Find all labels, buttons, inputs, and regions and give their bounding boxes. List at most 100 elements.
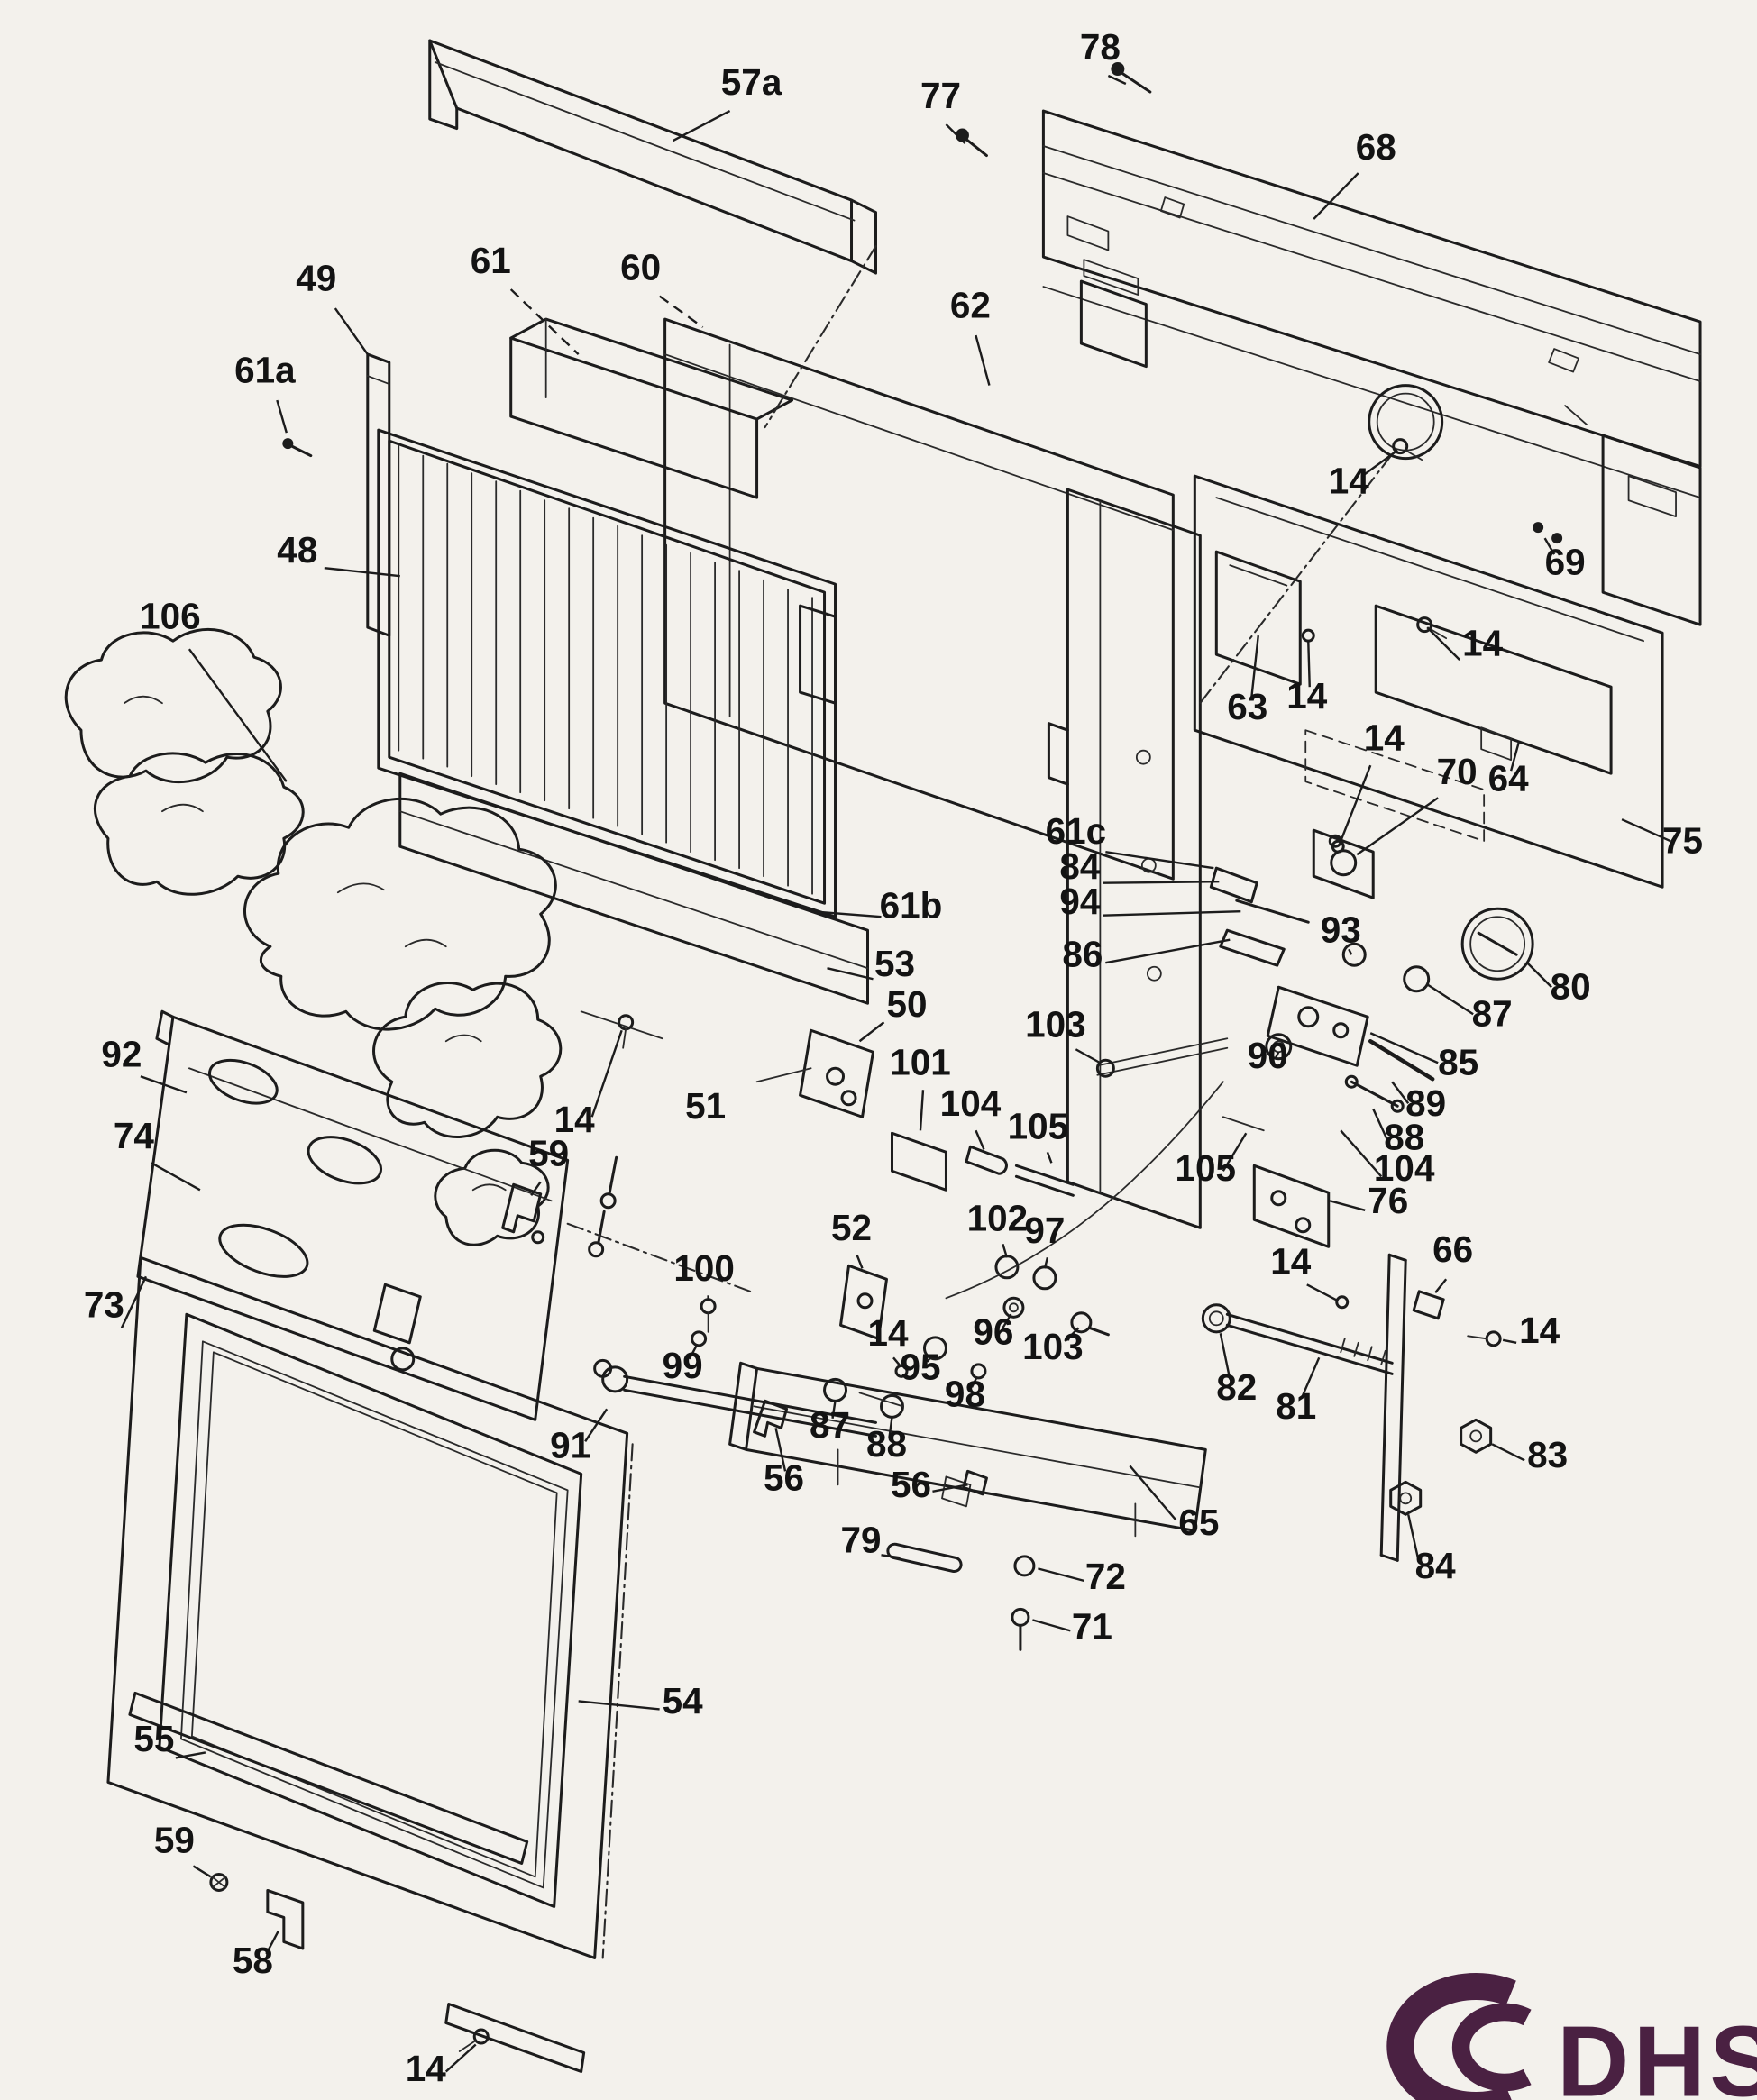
leader-line-14 (1361, 449, 1398, 478)
part-panel-64 (1374, 604, 1613, 775)
leader-line-84 (1407, 1514, 1421, 1564)
part-grate-bracket (755, 1028, 875, 1118)
callout-88: 88 (1384, 1116, 1424, 1157)
callout-105: 105 (1008, 1105, 1069, 1146)
callout-53: 53 (874, 943, 915, 984)
callout-85: 85 (1438, 1042, 1478, 1083)
part-screws-69 (1533, 522, 1563, 544)
leader-line-87 (1426, 983, 1474, 1016)
part-rear-right-panel (1193, 474, 1664, 889)
callout-89: 89 (1405, 1082, 1446, 1124)
leader-line-14 (1306, 1283, 1339, 1302)
callout-56: 56 (764, 1456, 804, 1498)
callout-91: 91 (550, 1424, 590, 1465)
leader-line-73 (120, 1275, 148, 1328)
leader-line-60 (658, 295, 704, 329)
leader-line-85 (1369, 1032, 1439, 1064)
leader-line-61b (810, 910, 882, 918)
callout-95: 95 (900, 1346, 940, 1387)
callout-90: 90 (1248, 1035, 1288, 1076)
leader-line-95 (926, 1354, 934, 1363)
callout-60: 60 (620, 247, 661, 288)
leader-line-104 (975, 1129, 985, 1150)
leader-line-68 (1313, 172, 1359, 220)
callout-81: 81 (1276, 1385, 1316, 1427)
leader-line-58 (265, 1930, 279, 1955)
leader-line-57a (673, 109, 731, 142)
leader-line-66 (1434, 1278, 1448, 1294)
part-trim-strip-55 (128, 1691, 529, 1865)
callout-55: 55 (133, 1718, 174, 1759)
callout-77: 77 (920, 75, 961, 116)
callout-62: 62 (950, 285, 991, 326)
callout-61c: 61c (1046, 810, 1107, 852)
callout-79: 79 (841, 1519, 882, 1560)
callout-49: 49 (296, 258, 336, 299)
leader-line-99 (688, 1343, 699, 1360)
callout-71: 71 (1072, 1605, 1112, 1647)
leader-line-14 (1502, 1338, 1517, 1344)
part-screws-14 (458, 438, 1502, 2052)
part-burner-tray (728, 1361, 1207, 1538)
leader-line-93 (1348, 948, 1353, 955)
leader-line-14 (1307, 641, 1311, 688)
leader-line-48 (324, 566, 400, 578)
part-pilot-cluster (691, 1037, 1229, 1651)
callout-14: 14 (1364, 717, 1405, 759)
leader-line-89 (1391, 1081, 1410, 1104)
leader-line-91 (584, 1408, 609, 1443)
leader-line-82 (1219, 1333, 1231, 1380)
callout-48: 48 (277, 529, 317, 571)
callout-14: 14 (1329, 461, 1369, 502)
leader-line-50 (858, 1021, 885, 1043)
leader-line-90 (1275, 1051, 1280, 1058)
callout-14: 14 (1286, 675, 1327, 717)
callout-51: 51 (685, 1085, 726, 1127)
callout-14: 14 (1270, 1240, 1311, 1282)
part-bottom-trim (444, 2002, 586, 2073)
part-bracket-58 (209, 1872, 305, 1950)
leader-line-101 (919, 1090, 925, 1131)
callout-80: 80 (1551, 966, 1591, 1008)
callout-104: 104 (1374, 1147, 1435, 1189)
part-rear-liner-panel (663, 317, 1175, 881)
part-base-plates (136, 1009, 570, 1421)
leader-line-79 (881, 1554, 901, 1559)
callout-74: 74 (114, 1115, 154, 1156)
part-valve-cluster (1209, 828, 1534, 1132)
leader-line-102 (1002, 1243, 1009, 1258)
callout-83: 83 (1527, 1434, 1568, 1475)
part-screw-78 (1111, 62, 1152, 94)
construction-lines (566, 245, 1394, 1959)
leader-line-81 (1300, 1356, 1321, 1399)
part-rod-group (1201, 1253, 1493, 1562)
leader-line-94 (1103, 910, 1241, 917)
leader-line-98 (970, 1375, 979, 1388)
leader-line-61a (276, 399, 288, 434)
callout-97: 97 (1024, 1210, 1065, 1251)
leader-line-70 (1356, 797, 1439, 856)
leader-line-97 (1043, 1257, 1049, 1269)
leader-line-87 (831, 1401, 837, 1420)
leader-line-69 (1543, 537, 1556, 555)
leader-line-103 (1064, 1327, 1080, 1343)
callout-64: 64 (1488, 758, 1529, 799)
callout-75: 75 (1662, 820, 1703, 862)
callout-72: 72 (1085, 1556, 1126, 1597)
leader-line-14 (1340, 764, 1372, 842)
leader-line-76 (1329, 1200, 1366, 1211)
callout-59: 59 (154, 1819, 195, 1860)
leader-line-72 (1038, 1567, 1084, 1583)
leader-line-59 (192, 1865, 212, 1878)
callout-102: 102 (967, 1197, 1029, 1238)
callout-84: 84 (1415, 1545, 1456, 1586)
callout-92: 92 (101, 1034, 142, 1075)
callout-57a: 57a (721, 61, 782, 103)
leader-line-96 (1002, 1313, 1012, 1328)
part-hanging-links (501, 1155, 618, 1258)
callout-101: 101 (890, 1042, 951, 1083)
leader-line-49 (334, 307, 369, 355)
callout-86: 86 (1062, 934, 1103, 975)
